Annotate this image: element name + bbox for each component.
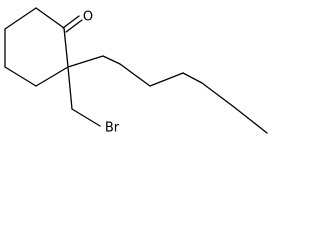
bromine-label: Br: [105, 121, 120, 136]
ring-bond-c1-c2: [35, 7, 65, 29]
ring-bond-c4-c5: [4, 66, 37, 87]
oxygen-label: O: [83, 10, 93, 25]
hexyl-chain: [67, 55, 268, 134]
bromomethyl-group: [67, 66, 101, 127]
ring-bond-c5-c6: [35, 66, 69, 87]
structure-diagram: O Br: [4, 7, 268, 136]
carbonyl-double-bond: [62, 15, 83, 33]
ring-bond-c2-c3: [4, 7, 37, 30]
cyclohexanone-ring: [4, 7, 69, 87]
ring-bond-c6-c1: [63, 27, 69, 68]
